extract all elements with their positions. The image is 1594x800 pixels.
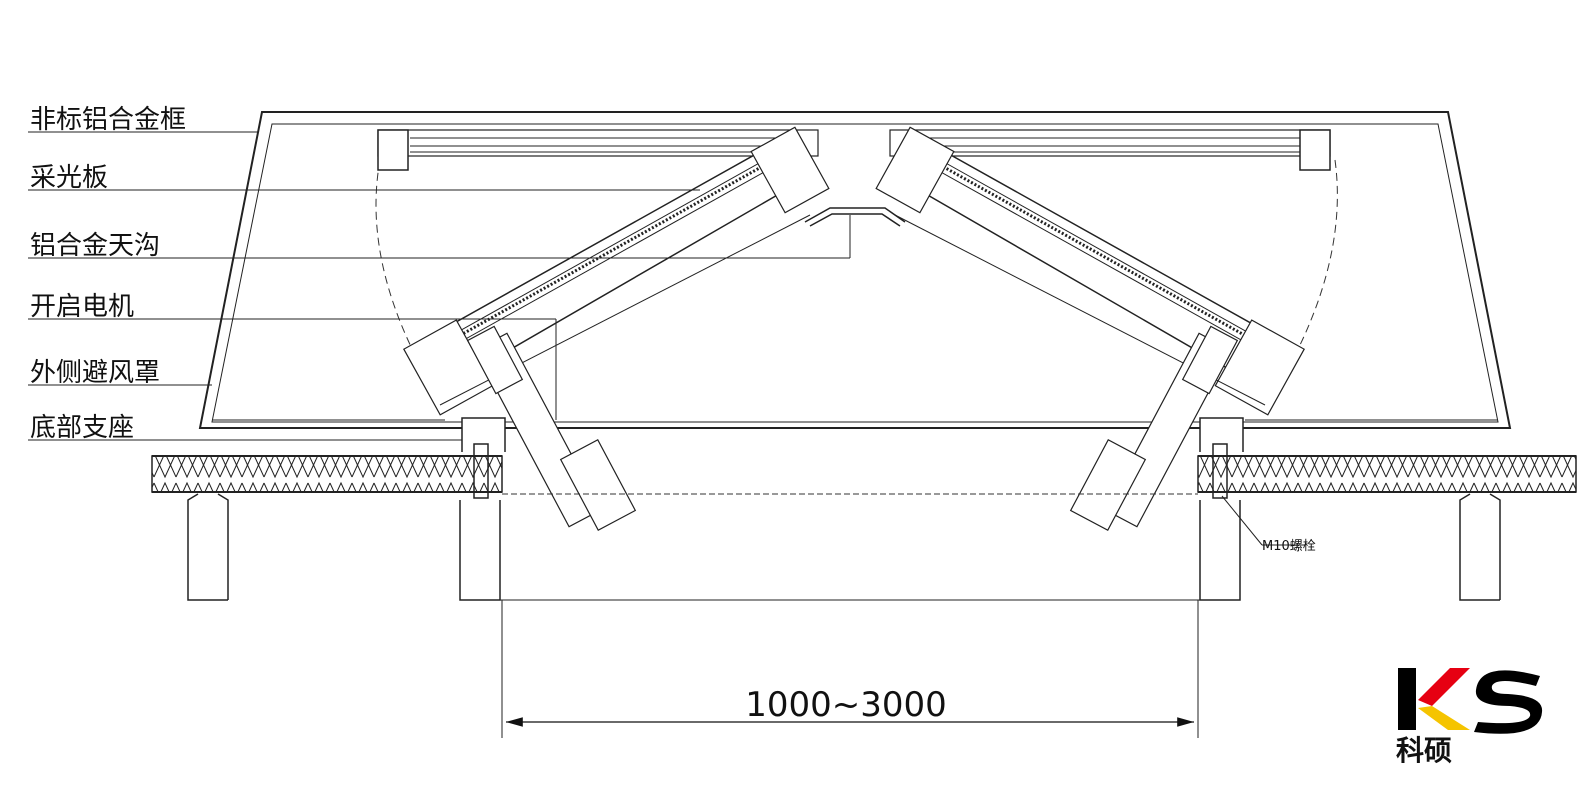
opening-motor-left bbox=[466, 325, 637, 531]
logo-k-stem bbox=[1398, 668, 1416, 730]
outer-wind-hood bbox=[198, 111, 1512, 429]
logo-chinese: 科硕 bbox=[1396, 734, 1452, 767]
label-aluminum-gutter: 铝合金天沟 bbox=[30, 231, 160, 261]
bolt-note: M10螺栓 bbox=[1262, 539, 1316, 554]
daylight-panel-right bbox=[875, 126, 1305, 416]
aluminum-frame-top-rails bbox=[377, 129, 1331, 171]
leader-lines bbox=[28, 131, 1305, 546]
logo-k-red bbox=[1418, 668, 1470, 706]
label-opening-motor: 开启电机 bbox=[30, 292, 134, 322]
label-bottom-support: 底部支座 bbox=[30, 413, 134, 443]
roof-insulation-right bbox=[1197, 455, 1577, 493]
opening-motor-right bbox=[1069, 325, 1239, 531]
label-wind-hood: 外侧避风罩 bbox=[30, 358, 160, 388]
label-aluminum-frame: 非标铝合金框 bbox=[30, 105, 186, 135]
roof-insulation-left bbox=[151, 455, 503, 493]
width-dimension: 1000~3000 bbox=[501, 600, 1199, 738]
daylight-panel-left bbox=[403, 126, 830, 416]
dimension-text: 1000~3000 bbox=[745, 685, 947, 725]
company-logo: 科硕 bbox=[1396, 668, 1543, 767]
aluminum-gutter bbox=[804, 207, 906, 227]
logo-s bbox=[1474, 670, 1543, 734]
logo-k-yellow bbox=[1418, 706, 1470, 730]
label-daylight-panel: 采光板 bbox=[30, 163, 108, 193]
purlins bbox=[187, 493, 1501, 601]
